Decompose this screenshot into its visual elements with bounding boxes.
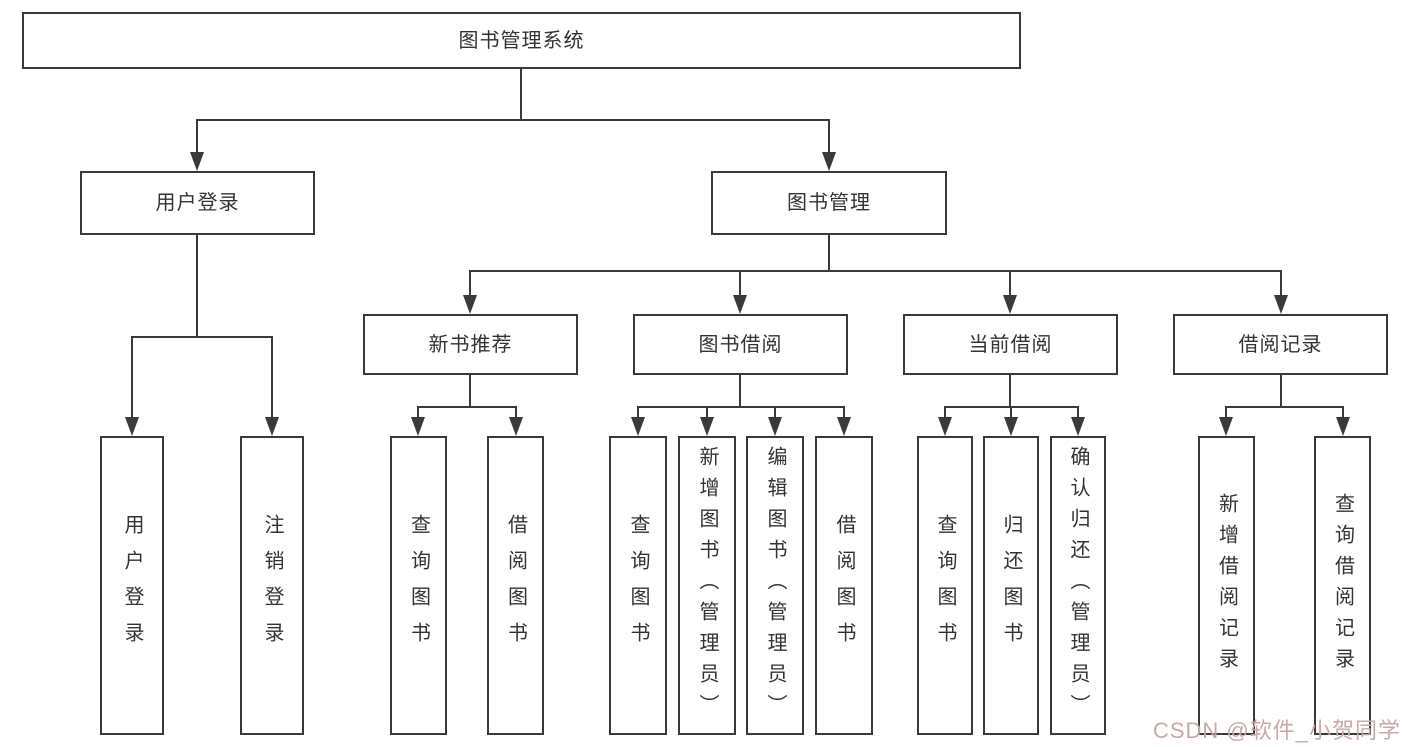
node-borrow-record-label: 借阅记录 — [1238, 333, 1323, 356]
leaf-borrow-books-borrow-label: 借阅图书 — [833, 513, 855, 658]
node-new-book-recommend-label: 新书推荐 — [428, 333, 513, 356]
node-book-management: 图书管理 — [711, 171, 947, 235]
node-book-borrow: 图书借阅 — [633, 314, 848, 375]
leaf-borrow-books-recommend: 借阅图书 — [487, 436, 544, 735]
leaf-confirm-return-admin: 确认归还（管理员） — [1050, 436, 1106, 735]
leaf-add-book-admin-label: 新增图书（管理员） — [696, 446, 718, 725]
node-root-label: 图书管理系统 — [458, 29, 585, 52]
leaf-query-books-recommend-label: 查询图书 — [407, 513, 430, 658]
node-user-login: 用户登录 — [80, 171, 315, 235]
leaf-logout-label: 注销登录 — [261, 513, 283, 658]
leaf-borrow-books-borrow: 借阅图书 — [815, 436, 873, 735]
leaf-query-books-recommend: 查询图书 — [390, 436, 447, 735]
leaf-query-books-borrow: 查询图书 — [609, 436, 667, 735]
leaf-edit-book-admin: 编辑图书（管理员） — [746, 436, 804, 735]
leaf-add-borrow-record: 新增借阅记录 — [1198, 436, 1255, 735]
leaf-return-book: 归还图书 — [983, 436, 1039, 735]
node-user-login-label: 用户登录 — [155, 192, 240, 214]
node-borrow-record: 借阅记录 — [1173, 314, 1388, 375]
node-root: 图书管理系统 — [22, 12, 1021, 69]
node-book-management-label: 图书管理 — [787, 192, 871, 214]
leaf-confirm-return-admin-label: 确认归还（管理员） — [1067, 446, 1089, 725]
leaf-borrow-books-recommend-label: 借阅图书 — [504, 513, 527, 658]
leaf-query-books-current: 查询图书 — [917, 436, 973, 735]
leaf-logout: 注销登录 — [240, 436, 304, 735]
node-current-borrow-label: 当前借阅 — [968, 333, 1053, 356]
leaf-query-borrow-record: 查询借阅记录 — [1314, 436, 1371, 735]
leaf-return-book-label: 归还图书 — [1000, 513, 1022, 658]
leaf-query-books-current-label: 查询图书 — [934, 513, 956, 658]
leaf-query-borrow-record-label: 查询借阅记录 — [1331, 492, 1354, 679]
leaf-query-books-borrow-label: 查询图书 — [627, 513, 649, 658]
leaf-add-borrow-record-label: 新增借阅记录 — [1215, 492, 1238, 679]
node-new-book-recommend: 新书推荐 — [363, 314, 578, 375]
leaf-user-login-label: 用户登录 — [121, 513, 143, 658]
leaf-edit-book-admin-label: 编辑图书（管理员） — [764, 446, 786, 725]
node-book-borrow-label: 图书借阅 — [698, 333, 783, 356]
leaf-add-book-admin: 新增图书（管理员） — [678, 436, 736, 735]
node-current-borrow: 当前借阅 — [903, 314, 1118, 375]
watermark-text: CSDN @软件_小贺同学 — [1152, 718, 1401, 743]
leaf-user-login: 用户登录 — [100, 436, 164, 735]
